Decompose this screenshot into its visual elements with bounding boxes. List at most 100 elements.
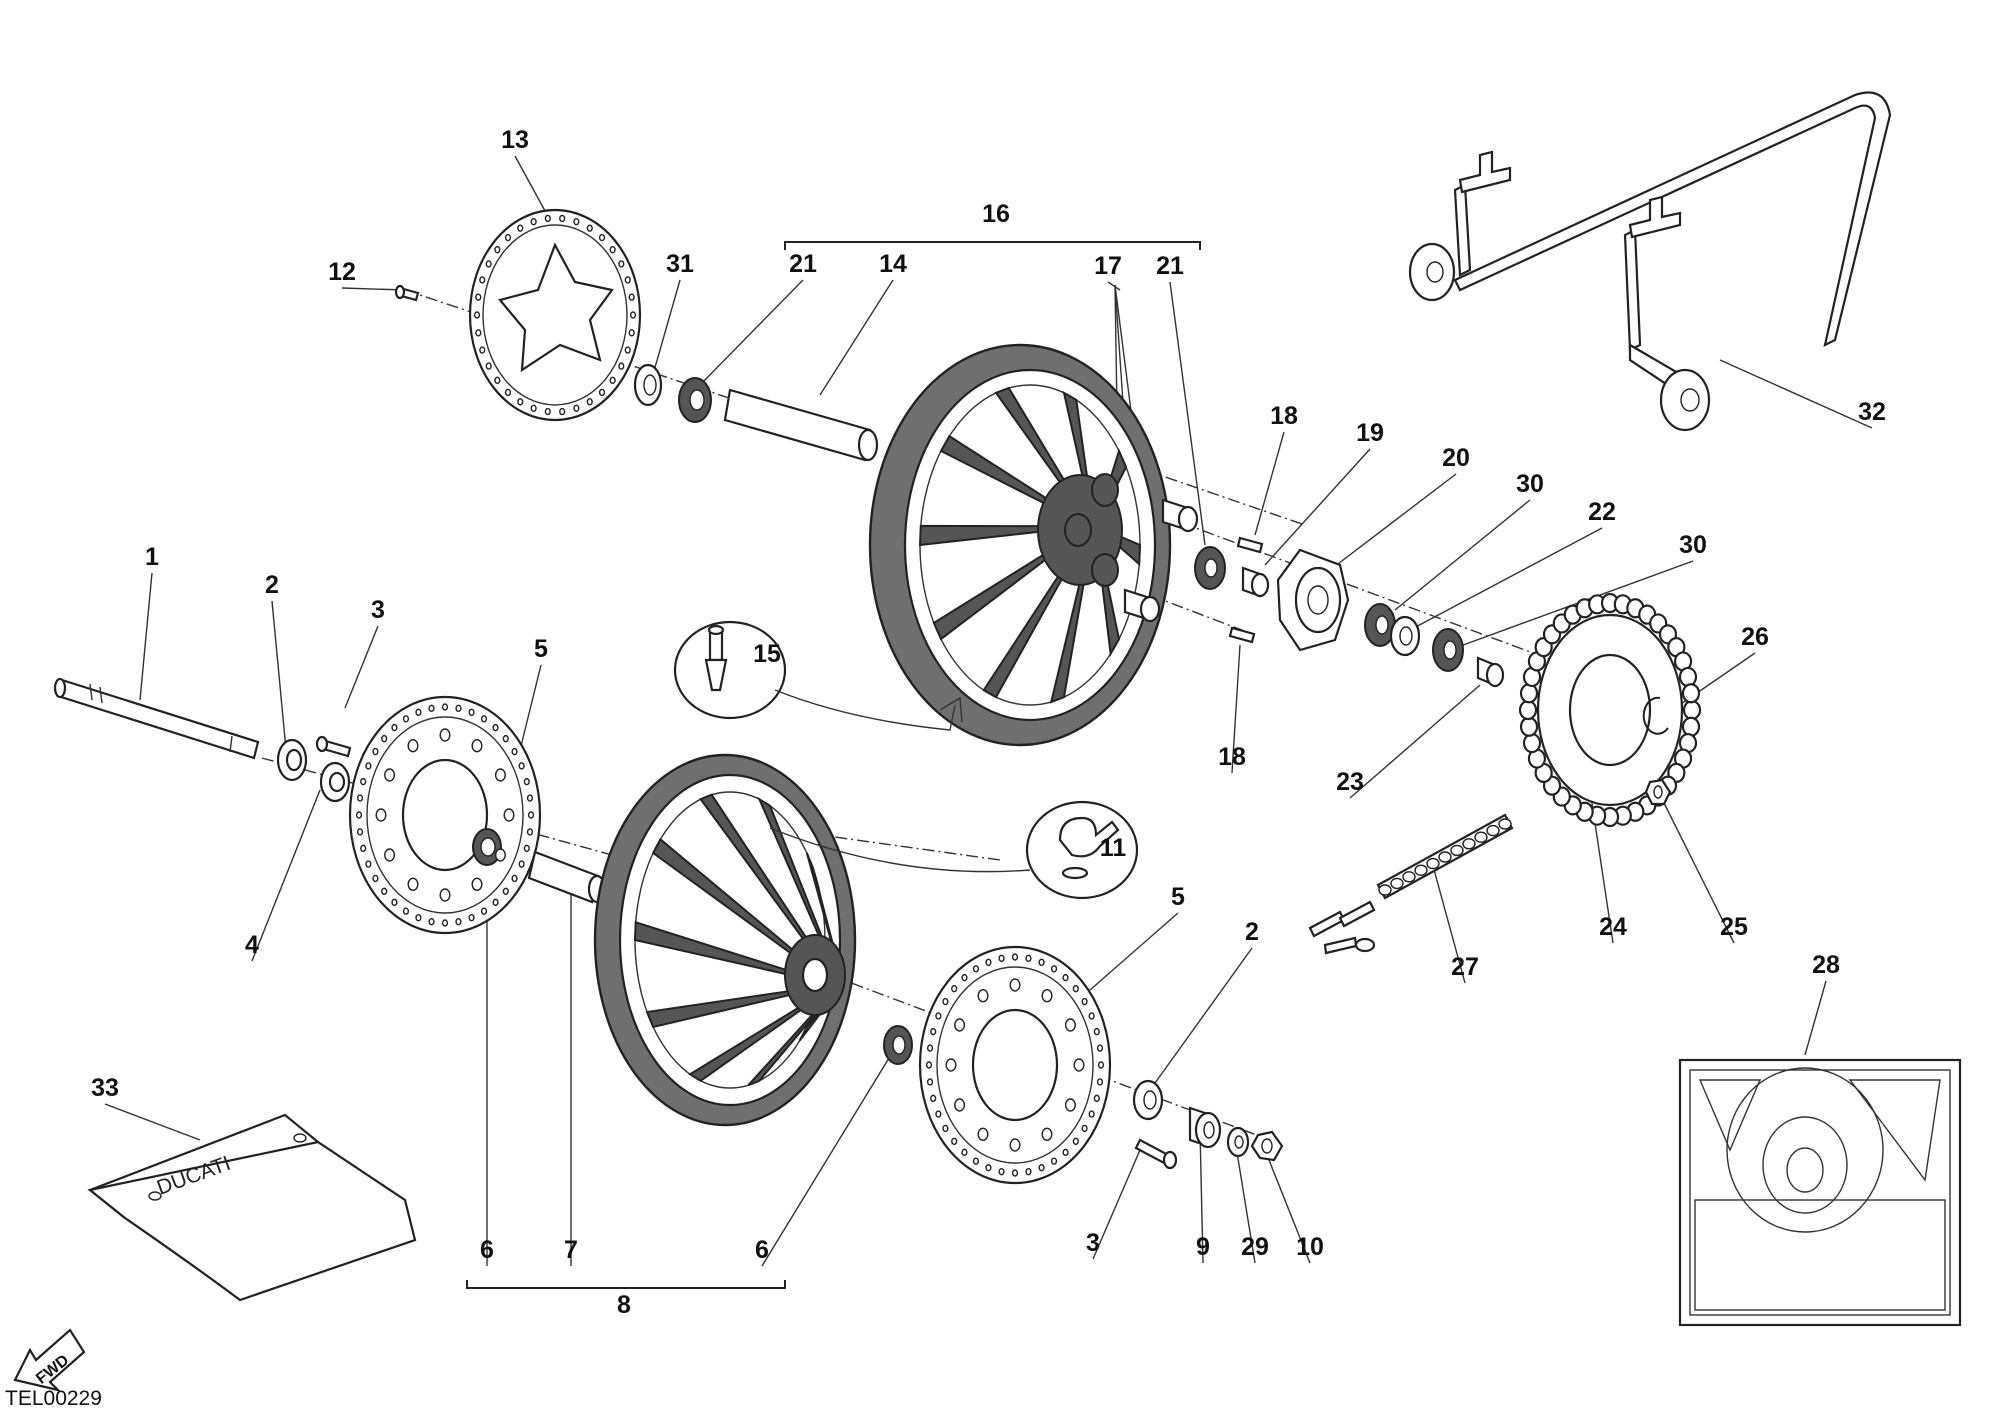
nut-25 xyxy=(1644,778,1672,806)
callout-7: 7 xyxy=(564,1236,578,1264)
cush-rubbers-17 xyxy=(1123,498,1199,623)
valve-inset-11 xyxy=(769,800,1139,900)
leader-line xyxy=(699,279,804,386)
leader-line xyxy=(1107,281,1121,291)
spacer-9 xyxy=(1188,1106,1222,1149)
leader-line xyxy=(519,664,542,751)
callout-29: 29 xyxy=(1241,1233,1269,1261)
leader-line xyxy=(1264,448,1371,566)
tool-pouch-33: DUCATI xyxy=(87,1113,417,1302)
leader-line xyxy=(1169,281,1206,546)
callout-10: 10 xyxy=(1296,1233,1324,1261)
leader-line xyxy=(1394,499,1531,611)
leader-line xyxy=(1254,431,1285,536)
callout-18: 18 xyxy=(1218,743,1246,771)
leader-line xyxy=(139,572,153,701)
nut-10 xyxy=(1250,1130,1284,1162)
washer-29 xyxy=(1226,1126,1250,1158)
callout-25: 25 xyxy=(1720,913,1748,941)
leader-line xyxy=(341,287,406,291)
front-brake-disc-left xyxy=(348,695,542,935)
circlip-26 xyxy=(1642,696,1669,735)
callout-4: 4 xyxy=(245,931,259,959)
bracket-front-wheel-assembly xyxy=(466,1280,786,1289)
leader-line xyxy=(344,625,379,709)
leader-line xyxy=(761,1039,901,1267)
leader-line xyxy=(1659,794,1735,944)
leader-line xyxy=(1231,644,1241,774)
rear-wheel xyxy=(868,343,1172,747)
leader-line xyxy=(1149,947,1253,1091)
callout-27: 27 xyxy=(1451,953,1479,981)
bearing-30-b xyxy=(1432,628,1464,672)
leader-line xyxy=(1429,854,1466,984)
callout-6: 6 xyxy=(480,1236,494,1264)
callout-9: 9 xyxy=(1196,1233,1210,1261)
callout-3: 3 xyxy=(371,596,385,624)
spacer-23 xyxy=(1476,656,1505,688)
callout-5: 5 xyxy=(1171,883,1185,911)
sprocket-template-28 xyxy=(1678,1058,1962,1327)
forward-arrow-icon: FWD xyxy=(13,1328,86,1392)
callout-32: 32 xyxy=(1858,398,1886,426)
callout-1: 1 xyxy=(145,543,159,571)
front-spacer-tube xyxy=(527,850,607,904)
leader-line xyxy=(1804,980,1827,1056)
leader-line xyxy=(1089,912,1179,991)
spacer-31 xyxy=(633,363,663,407)
callout-3: 3 xyxy=(1086,1229,1100,1257)
leader-line xyxy=(1092,1149,1141,1260)
front-axle xyxy=(53,677,260,760)
callout-12: 12 xyxy=(328,258,356,286)
paddock-stand-32 xyxy=(1408,91,1892,432)
callout-30: 30 xyxy=(1679,531,1707,559)
bearing-21-left xyxy=(678,377,712,423)
callout-19: 19 xyxy=(1356,419,1384,447)
leader-line xyxy=(1349,684,1481,799)
valve-inset-15 xyxy=(673,620,963,731)
callout-14: 14 xyxy=(879,250,907,278)
bearing-30-a xyxy=(1364,603,1396,647)
callout-21: 21 xyxy=(789,250,817,278)
bolt-3-right xyxy=(1134,1138,1178,1170)
callout-15: 15 xyxy=(753,640,781,668)
callout-22: 22 xyxy=(1588,498,1616,526)
rear-spacer-tube-14 xyxy=(723,388,879,462)
leader-line xyxy=(1454,560,1694,649)
studs-18 xyxy=(1228,536,1264,644)
callout-23: 23 xyxy=(1336,768,1364,796)
callout-6: 6 xyxy=(755,1236,769,1264)
callout-2: 2 xyxy=(1245,918,1259,946)
callout-26: 26 xyxy=(1741,623,1769,651)
leader-line xyxy=(1409,527,1603,631)
front-bearing-right xyxy=(883,1025,913,1065)
bolt-3-left xyxy=(315,735,352,758)
callout-2: 2 xyxy=(265,571,279,599)
bearing-22 xyxy=(1389,615,1421,657)
spacer-4 xyxy=(319,761,351,803)
callout-5: 5 xyxy=(534,635,548,663)
callout-11: 11 xyxy=(1100,834,1127,862)
callout-8: 8 xyxy=(617,1291,631,1319)
leader-line xyxy=(514,155,551,221)
callout-13: 13 xyxy=(501,126,529,154)
leader-line xyxy=(1329,473,1457,571)
sprocket-carrier-20 xyxy=(1276,548,1350,652)
rear-brake-disc xyxy=(468,208,642,422)
spacer-2 xyxy=(276,738,308,782)
spacer-19 xyxy=(1241,566,1270,598)
bracket-rear-wheel-assembly xyxy=(784,241,1201,250)
leader-line xyxy=(251,789,321,962)
front-brake-disc-right xyxy=(918,945,1112,1185)
rear-sprocket-24 xyxy=(1518,592,1702,828)
leader-line xyxy=(1234,1139,1256,1264)
leader-line xyxy=(1719,359,1873,429)
callout-18: 18 xyxy=(1270,402,1298,430)
leader-line xyxy=(104,1103,201,1141)
callout-31: 31 xyxy=(666,250,694,278)
drawing-code: TEL00229 xyxy=(5,1387,102,1410)
leader-line xyxy=(1264,1149,1311,1264)
callout-33: 33 xyxy=(91,1074,119,1102)
